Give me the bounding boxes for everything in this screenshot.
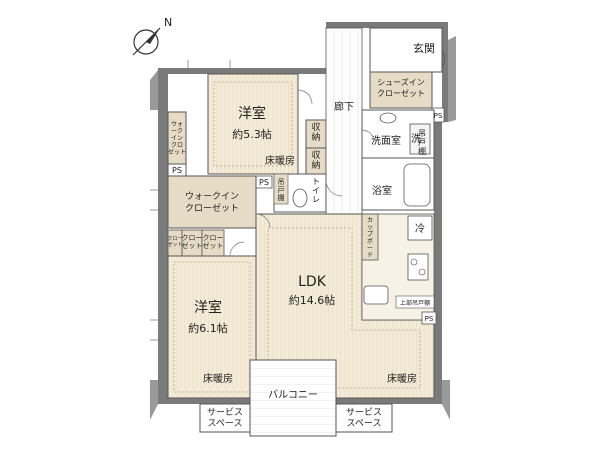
walk-in-closet-main-label: ウォークインクローゼット	[185, 191, 239, 214]
washroom-label: 洗面室	[371, 134, 401, 147]
compass-arrow	[146, 28, 160, 44]
ps-1: PS	[167, 163, 187, 177]
ldk-floor-heating: 床暖房	[387, 372, 417, 385]
kitchen-sink-icon	[363, 285, 389, 305]
service-space-right-label: サービススペース	[346, 407, 382, 429]
balcony: バルコニー	[249, 359, 337, 437]
hanging-shelf-label: 吊戸棚	[278, 178, 285, 202]
balcony-label: バルコニー	[268, 389, 318, 401]
wash-basin-icon	[379, 112, 397, 124]
small-closets: クローゼット クローゼット クローゼット	[167, 229, 225, 257]
compass-north-label: N	[164, 16, 172, 29]
hallway: 廊下	[325, 27, 363, 219]
service-space-right: サービススペース	[335, 403, 393, 433]
storage-units: 収納 収納	[305, 119, 327, 175]
western-room-1-floor-heating: 床暖房	[265, 154, 295, 167]
bathroom-label: 浴室	[372, 184, 392, 197]
storage-1-label: 収納	[311, 121, 320, 143]
window-marks	[150, 60, 231, 341]
shoes-in-closet: シューズインクローゼット	[369, 71, 433, 109]
compass-circle	[133, 29, 159, 55]
western-room-2-size: 約6.1帖	[188, 321, 228, 335]
hallway-label: 廊下	[334, 100, 354, 113]
closet-a-label: クローゼット	[167, 236, 182, 248]
compass: N	[132, 16, 172, 56]
walk-in-closet-side: ウォークインクロゼット	[167, 111, 187, 165]
storage-2-label: 収納	[311, 149, 320, 171]
closet-b-label: クローゼット	[182, 234, 203, 250]
walk-in-closet-side-label: ウォークインクロゼット	[168, 120, 186, 156]
closet-c-label: クローゼット	[203, 234, 224, 250]
cupboard-label: カップボード	[367, 217, 373, 259]
ps-4-label: PS	[425, 315, 434, 323]
bathtub-icon	[403, 163, 431, 207]
toilet: 吊戸棚 トイレ	[273, 173, 327, 213]
service-space-left: サービススペース	[199, 403, 251, 433]
shoes-closet-label: シューズインクローゼット	[377, 77, 425, 98]
upper-cabinet-label: 上部吊戸棚	[400, 299, 430, 307]
entrance-label: 玄関	[413, 41, 435, 55]
ps-3-label: PS	[259, 178, 269, 187]
ps-4: PS	[421, 311, 437, 325]
ldk: LDK 約14.6帖 床暖房	[255, 213, 435, 399]
ps-3: PS	[255, 175, 273, 189]
western-room-1: 洋室 約5.3帖 床暖房	[207, 73, 299, 175]
ldk-size: 約14.6帖	[289, 293, 336, 307]
bathroom: 浴室	[361, 157, 435, 211]
toilet-icon	[292, 188, 308, 208]
fridge-label: 冷	[415, 222, 425, 235]
western-room-2-floor-heating: 床暖房	[203, 372, 233, 385]
exterior-walls	[150, 22, 456, 420]
washroom: 洗面室 吊戸棚 洗	[361, 109, 435, 159]
western-room-1-size: 約5.3帖	[232, 127, 272, 141]
kitchen: カップボード 冷 上部吊戸棚	[361, 213, 435, 321]
stove-icon	[407, 253, 429, 281]
door-swings	[229, 89, 375, 257]
ps-1-label: PS	[172, 166, 182, 175]
western-room-1-name: 洋室	[238, 105, 266, 122]
entrance: 玄関	[369, 27, 445, 73]
ps-2-label: PS	[434, 112, 443, 120]
washing-machine-label: 洗	[411, 133, 421, 145]
service-space-left-label: サービススペース	[207, 407, 243, 429]
walk-in-closet-main: ウォークインクローゼット	[167, 175, 257, 229]
toilet-label: トイレ	[312, 177, 320, 204]
ldk-name: LDK	[298, 274, 327, 290]
western-room-2: 洋室 約6.1帖 床暖房	[167, 255, 257, 399]
ps-2: PS	[431, 107, 445, 123]
hanging-shelf-2-label: 吊戸棚	[418, 129, 426, 156]
western-room-2-name: 洋室	[194, 299, 222, 316]
